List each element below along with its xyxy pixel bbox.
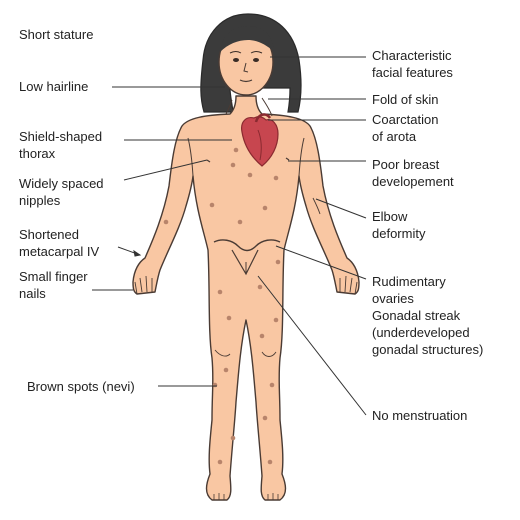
aorta-arch	[254, 113, 272, 123]
label-finger-nails-line1: Small finger	[19, 269, 88, 284]
label-elbow-line2: deformity	[372, 226, 426, 241]
label-ovaries-line3: Gonadal streak	[372, 308, 461, 323]
leader-elbow	[315, 198, 367, 219]
label-nipples: Widely spaced nipples	[19, 175, 104, 209]
nose	[243, 62, 249, 73]
label-elbow-line1: Elbow	[372, 209, 408, 224]
left-hand-fingers	[134, 275, 153, 295]
label-fold-text: Fold of skin	[372, 92, 439, 107]
right-brow	[250, 51, 263, 54]
label-ovaries-line5: gonadal structures)	[372, 342, 484, 357]
left-nipple	[206, 159, 211, 163]
label-finger-nails: Small finger nails	[19, 268, 88, 302]
right-toes	[267, 493, 279, 500]
label-ovaries: Rudimentary ovaries Gonadal streak (unde…	[372, 273, 483, 358]
leader-metacarpal-arrow	[133, 249, 142, 257]
body-silhouette	[132, 95, 360, 501]
leader-lines	[92, 56, 367, 416]
label-nevi-text: Brown spots (nevi)	[27, 379, 135, 394]
label-breast-line1: Poor breast	[372, 157, 440, 172]
label-shield-thorax: Shield-shaped thorax	[19, 128, 102, 162]
label-breast: Poor breast developement	[372, 156, 454, 190]
label-metacarpal-line2: metacarpal IV	[19, 244, 100, 259]
label-ovaries-line2: ovaries	[372, 291, 414, 306]
leader-nipples	[123, 159, 208, 181]
heart-detail	[257, 129, 262, 161]
label-metacarpal-line1: Shortened	[19, 227, 79, 242]
label-nipples-line2: nipples	[19, 193, 61, 208]
label-finger-nails-line2: nails	[19, 286, 46, 301]
right-knee	[261, 351, 277, 357]
uterus-outline	[213, 239, 281, 252]
left-brow	[229, 51, 242, 54]
label-ovaries-line4: (underdeveloped	[372, 325, 470, 340]
right-elbow-crease	[312, 197, 321, 215]
leader-menstruation	[257, 275, 367, 416]
label-menstruation: No menstruation	[372, 407, 467, 424]
right-hand-fingers	[339, 275, 358, 295]
label-ovaries-line1: Rudimentary	[372, 274, 446, 289]
right-arm-contour	[298, 137, 305, 177]
label-fold: Fold of skin	[372, 91, 438, 108]
label-nipples-line1: Widely spaced	[19, 176, 104, 191]
mouth	[239, 79, 253, 83]
label-shield-thorax-line2: thorax	[19, 146, 56, 161]
leader-ovaries	[275, 245, 367, 280]
nevi-spots	[163, 147, 281, 465]
label-breast-line2: developement	[372, 174, 454, 189]
left-eye	[233, 58, 239, 62]
label-menstruation-text: No menstruation	[372, 408, 468, 423]
label-coarctation: Coarctation of arota	[372, 111, 438, 145]
right-nipple	[285, 157, 290, 161]
label-nevi: Brown spots (nevi)	[27, 378, 135, 395]
heart	[241, 116, 279, 167]
label-short-stature: Short stature	[19, 26, 93, 43]
label-short-stature-text: Short stature	[19, 27, 94, 42]
left-knee	[214, 349, 231, 357]
label-facial-line2: facial features	[372, 65, 453, 80]
label-low-hairline: Low hairline	[19, 78, 88, 95]
label-shield-thorax-line1: Shield-shaped	[19, 129, 103, 144]
label-low-hairline-text: Low hairline	[19, 79, 89, 94]
label-coarctation-line2: of arota	[372, 129, 417, 144]
right-eye	[253, 58, 259, 62]
hair-bangs	[220, 26, 274, 52]
label-elbow: Elbow deformity	[372, 208, 425, 242]
label-metacarpal: Shortened metacarpal IV	[19, 226, 99, 260]
label-facial: Characteristic facial features	[372, 47, 453, 81]
label-facial-line1: Characteristic	[372, 48, 452, 63]
label-coarctation-line1: Coarctation	[372, 112, 439, 127]
left-toes	[213, 493, 225, 500]
neck-fold	[261, 97, 273, 117]
neck-fold-left	[225, 99, 233, 115]
